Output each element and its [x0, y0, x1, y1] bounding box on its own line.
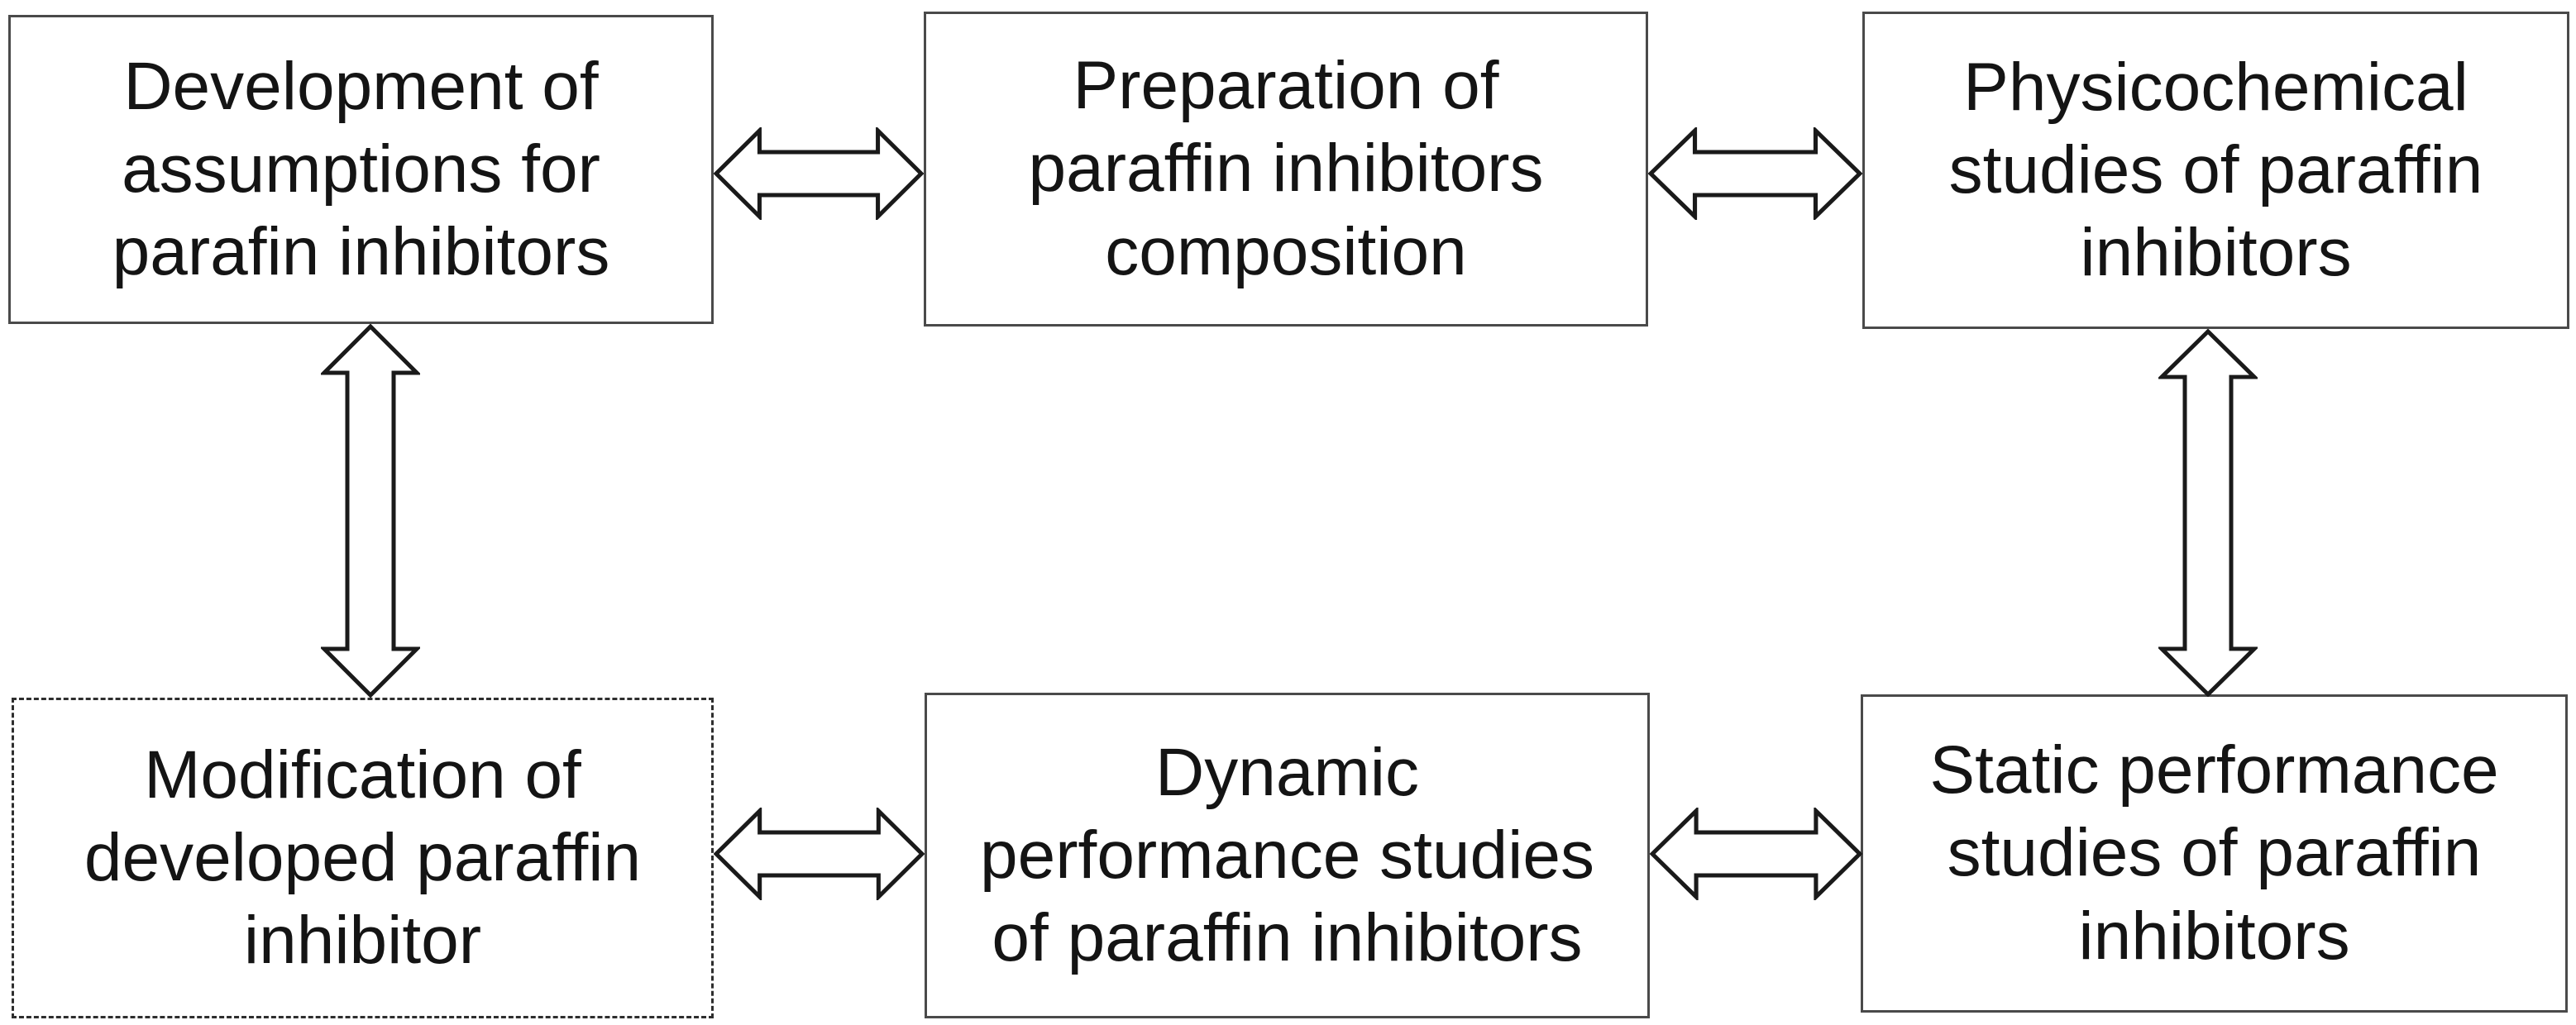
double-arrow-physicochemical-static [2158, 329, 2258, 697]
flow-box-label: Dynamic performance studies of paraffin … [980, 734, 1594, 976]
double-arrow-development-preparation [714, 127, 924, 220]
flow-box-development-assumptions: Development of assumptions for parafin i… [8, 15, 714, 324]
flow-box-label: Modification of developed paraffin inhib… [84, 737, 642, 979]
double-arrow-preparation-physicochemical [1648, 127, 1862, 220]
flow-box-label: Static performance studies of paraffin i… [1929, 732, 2499, 974]
double-arrow-development-modification [321, 324, 420, 698]
flow-box-preparation-composition: Preparation of paraffin inhibitors compo… [924, 12, 1648, 327]
flow-box-label: Physicochemical studies of paraffin inhi… [1948, 49, 2483, 291]
flow-box-label: Preparation of paraffin inhibitors compo… [1028, 48, 1544, 289]
flow-box-modification-inhibitor: Modification of developed paraffin inhib… [12, 698, 714, 1018]
double-arrow-modification-dynamic [714, 808, 925, 900]
double-arrow-dynamic-static [1650, 808, 1862, 900]
flow-box-label: Development of assumptions for parafin i… [112, 48, 610, 290]
flow-box-physicochemical-studies: Physicochemical studies of paraffin inhi… [1862, 12, 2569, 329]
flow-box-static-performance: Static performance studies of paraffin i… [1861, 694, 2568, 1013]
flow-box-dynamic-performance: Dynamic performance studies of paraffin … [925, 693, 1650, 1018]
